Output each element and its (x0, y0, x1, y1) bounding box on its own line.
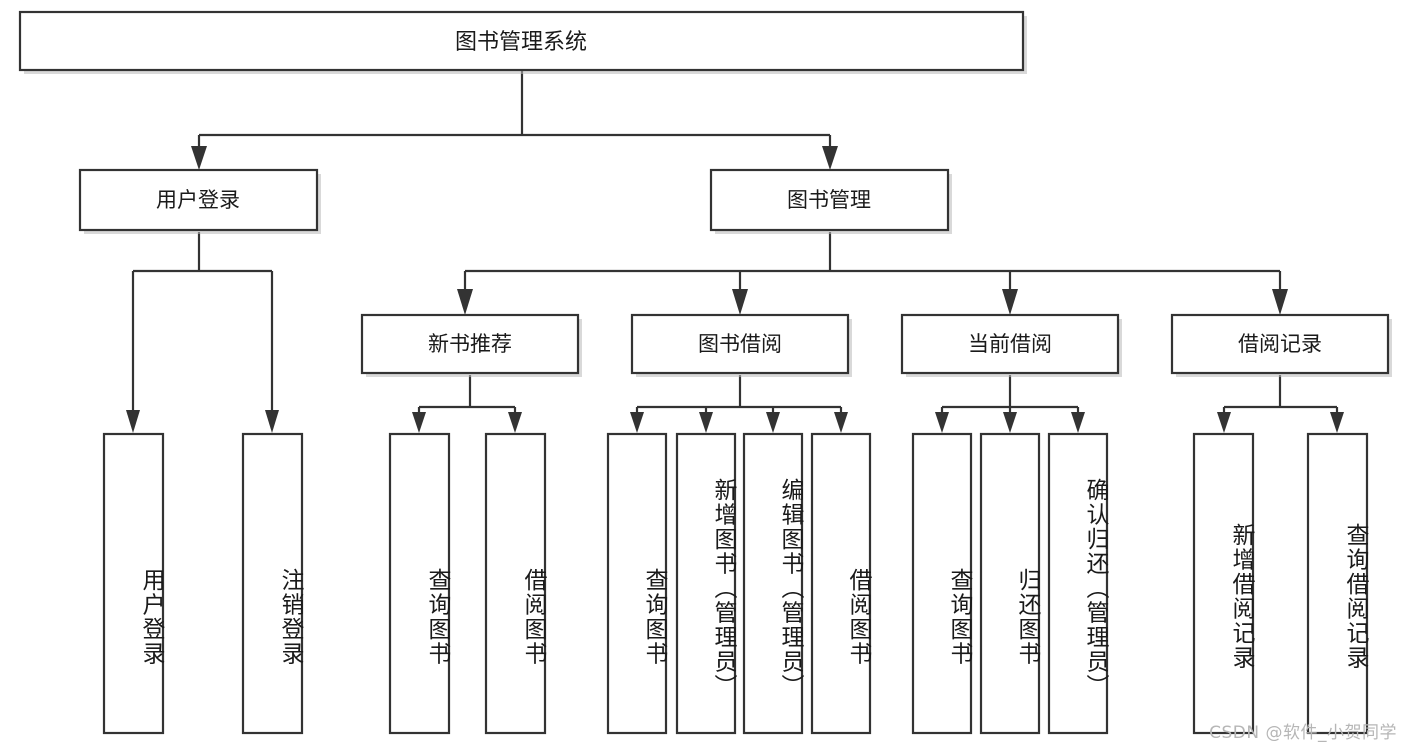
node-book-borrow-rect (630, 313, 850, 375)
arrow-to-current-borrow (1002, 289, 1018, 315)
node-user-login-rect (78, 168, 319, 232)
arrow-leaf-cb-1 (935, 412, 949, 433)
leaf-rect-cb-2[interactable] (979, 432, 1041, 735)
leaf-rect-br-1[interactable] (1192, 432, 1255, 735)
node-book-management-label: 图书管理 (787, 188, 871, 212)
node-new-book-recommend[interactable]: 新书推荐 (360, 313, 582, 377)
node-user-login[interactable]: 用户登录 (78, 168, 321, 234)
arrow-leaf-user-login-2 (265, 410, 279, 433)
arrow-leaf-nbr-2 (508, 412, 522, 433)
leaf-rect-bb-4[interactable] (810, 432, 872, 735)
leaf-rect-cb-3[interactable] (1047, 432, 1109, 735)
node-root-system[interactable]: 图书管理系统 (18, 10, 1027, 74)
arrow-to-book-mgmt (822, 146, 838, 170)
arrow-leaf-cb-3 (1071, 412, 1085, 433)
node-book-borrow[interactable]: 图书借阅 (630, 313, 852, 377)
node-borrow-record[interactable]: 借阅记录 (1170, 313, 1392, 377)
arrow-leaf-bb-3 (766, 412, 780, 433)
watermark-csdn: CSDN @软件_小贺同学 (1209, 723, 1397, 743)
node-root-label: 图书管理系统 (455, 30, 587, 55)
leaf-box-group (102, 432, 1369, 735)
arrow-leaf-bb-1 (630, 412, 644, 433)
arrow-leaf-br-1 (1217, 412, 1231, 433)
leaf-rect-user-login-2[interactable] (241, 432, 304, 735)
arrow-leaf-user-login-1 (126, 410, 140, 433)
leaf-rect-bb-3[interactable] (742, 432, 804, 735)
arrow-leaf-bb-4 (834, 412, 848, 433)
node-book-management-rect (709, 168, 950, 232)
node-book-management[interactable]: 图书管理 (709, 168, 952, 234)
leaf-rect-nbr-1[interactable] (388, 432, 451, 735)
node-current-borrow-rect (900, 313, 1120, 375)
node-borrow-record-label: 借阅记录 (1238, 332, 1322, 356)
node-borrow-record-rect (1170, 313, 1390, 375)
node-new-book-recommend-rect (360, 313, 580, 375)
arrow-leaf-bb-2 (699, 412, 713, 433)
node-current-borrow[interactable]: 当前借阅 (900, 313, 1122, 377)
arrow-to-user-login (191, 146, 207, 170)
arrow-to-borrow-record (1272, 289, 1288, 315)
arrow-leaf-cb-2 (1003, 412, 1017, 433)
leaf-rect-cb-1[interactable] (911, 432, 973, 735)
arrow-to-book-borrow (732, 289, 748, 315)
leaf-rect-user-login-1[interactable] (102, 432, 165, 735)
arrow-leaf-nbr-1 (412, 412, 426, 433)
node-root-rect (18, 10, 1025, 72)
connector-group (126, 70, 1344, 433)
leaf-rect-bb-1[interactable] (606, 432, 668, 735)
leaf-rect-bb-2[interactable] (675, 432, 737, 735)
node-user-login-label: 用户登录 (156, 188, 240, 212)
arrow-to-new-book-recommend (457, 289, 473, 315)
leaf-rect-br-2[interactable] (1306, 432, 1369, 735)
node-current-borrow-label: 当前借阅 (968, 332, 1052, 356)
node-new-book-recommend-label: 新书推荐 (428, 332, 512, 356)
leaf-rect-nbr-2[interactable] (484, 432, 547, 735)
node-book-borrow-label: 图书借阅 (698, 332, 782, 356)
arrow-leaf-br-2 (1330, 412, 1344, 433)
